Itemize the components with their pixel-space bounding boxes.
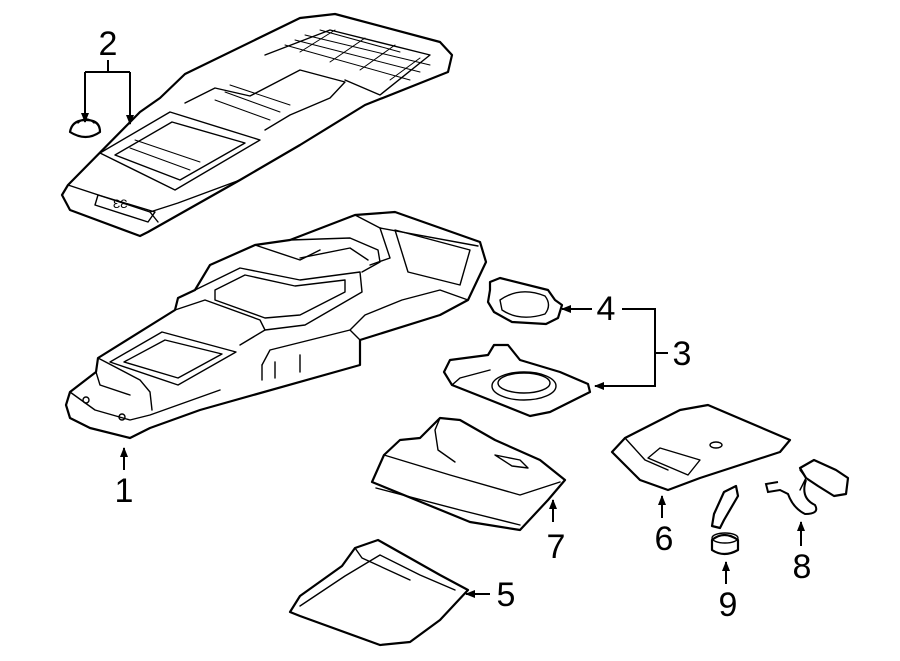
callout-2: 2 [99, 25, 118, 63]
tray-insert [288, 538, 470, 647]
lamp-housing [610, 403, 792, 492]
socket [710, 484, 740, 556]
console-top-mat: ƐƐ [60, 12, 454, 238]
callout-9: 9 [719, 586, 738, 624]
callout-5: 5 [497, 576, 516, 614]
vent-glyph: ƐƐ [113, 197, 128, 211]
callout-6: 6 [655, 520, 674, 558]
console-body [64, 210, 488, 440]
storage-lid [370, 416, 567, 532]
callout-7: 7 [547, 528, 566, 566]
callout-3: 3 [673, 335, 692, 373]
callout-8: 8 [793, 548, 812, 586]
cup-holder-plate [442, 343, 592, 418]
callout-1: 1 [115, 472, 134, 510]
callout-4: 4 [597, 290, 616, 328]
wire-harness [764, 458, 850, 516]
cup-holder-bezel [486, 276, 564, 326]
leaders [81, 60, 805, 598]
